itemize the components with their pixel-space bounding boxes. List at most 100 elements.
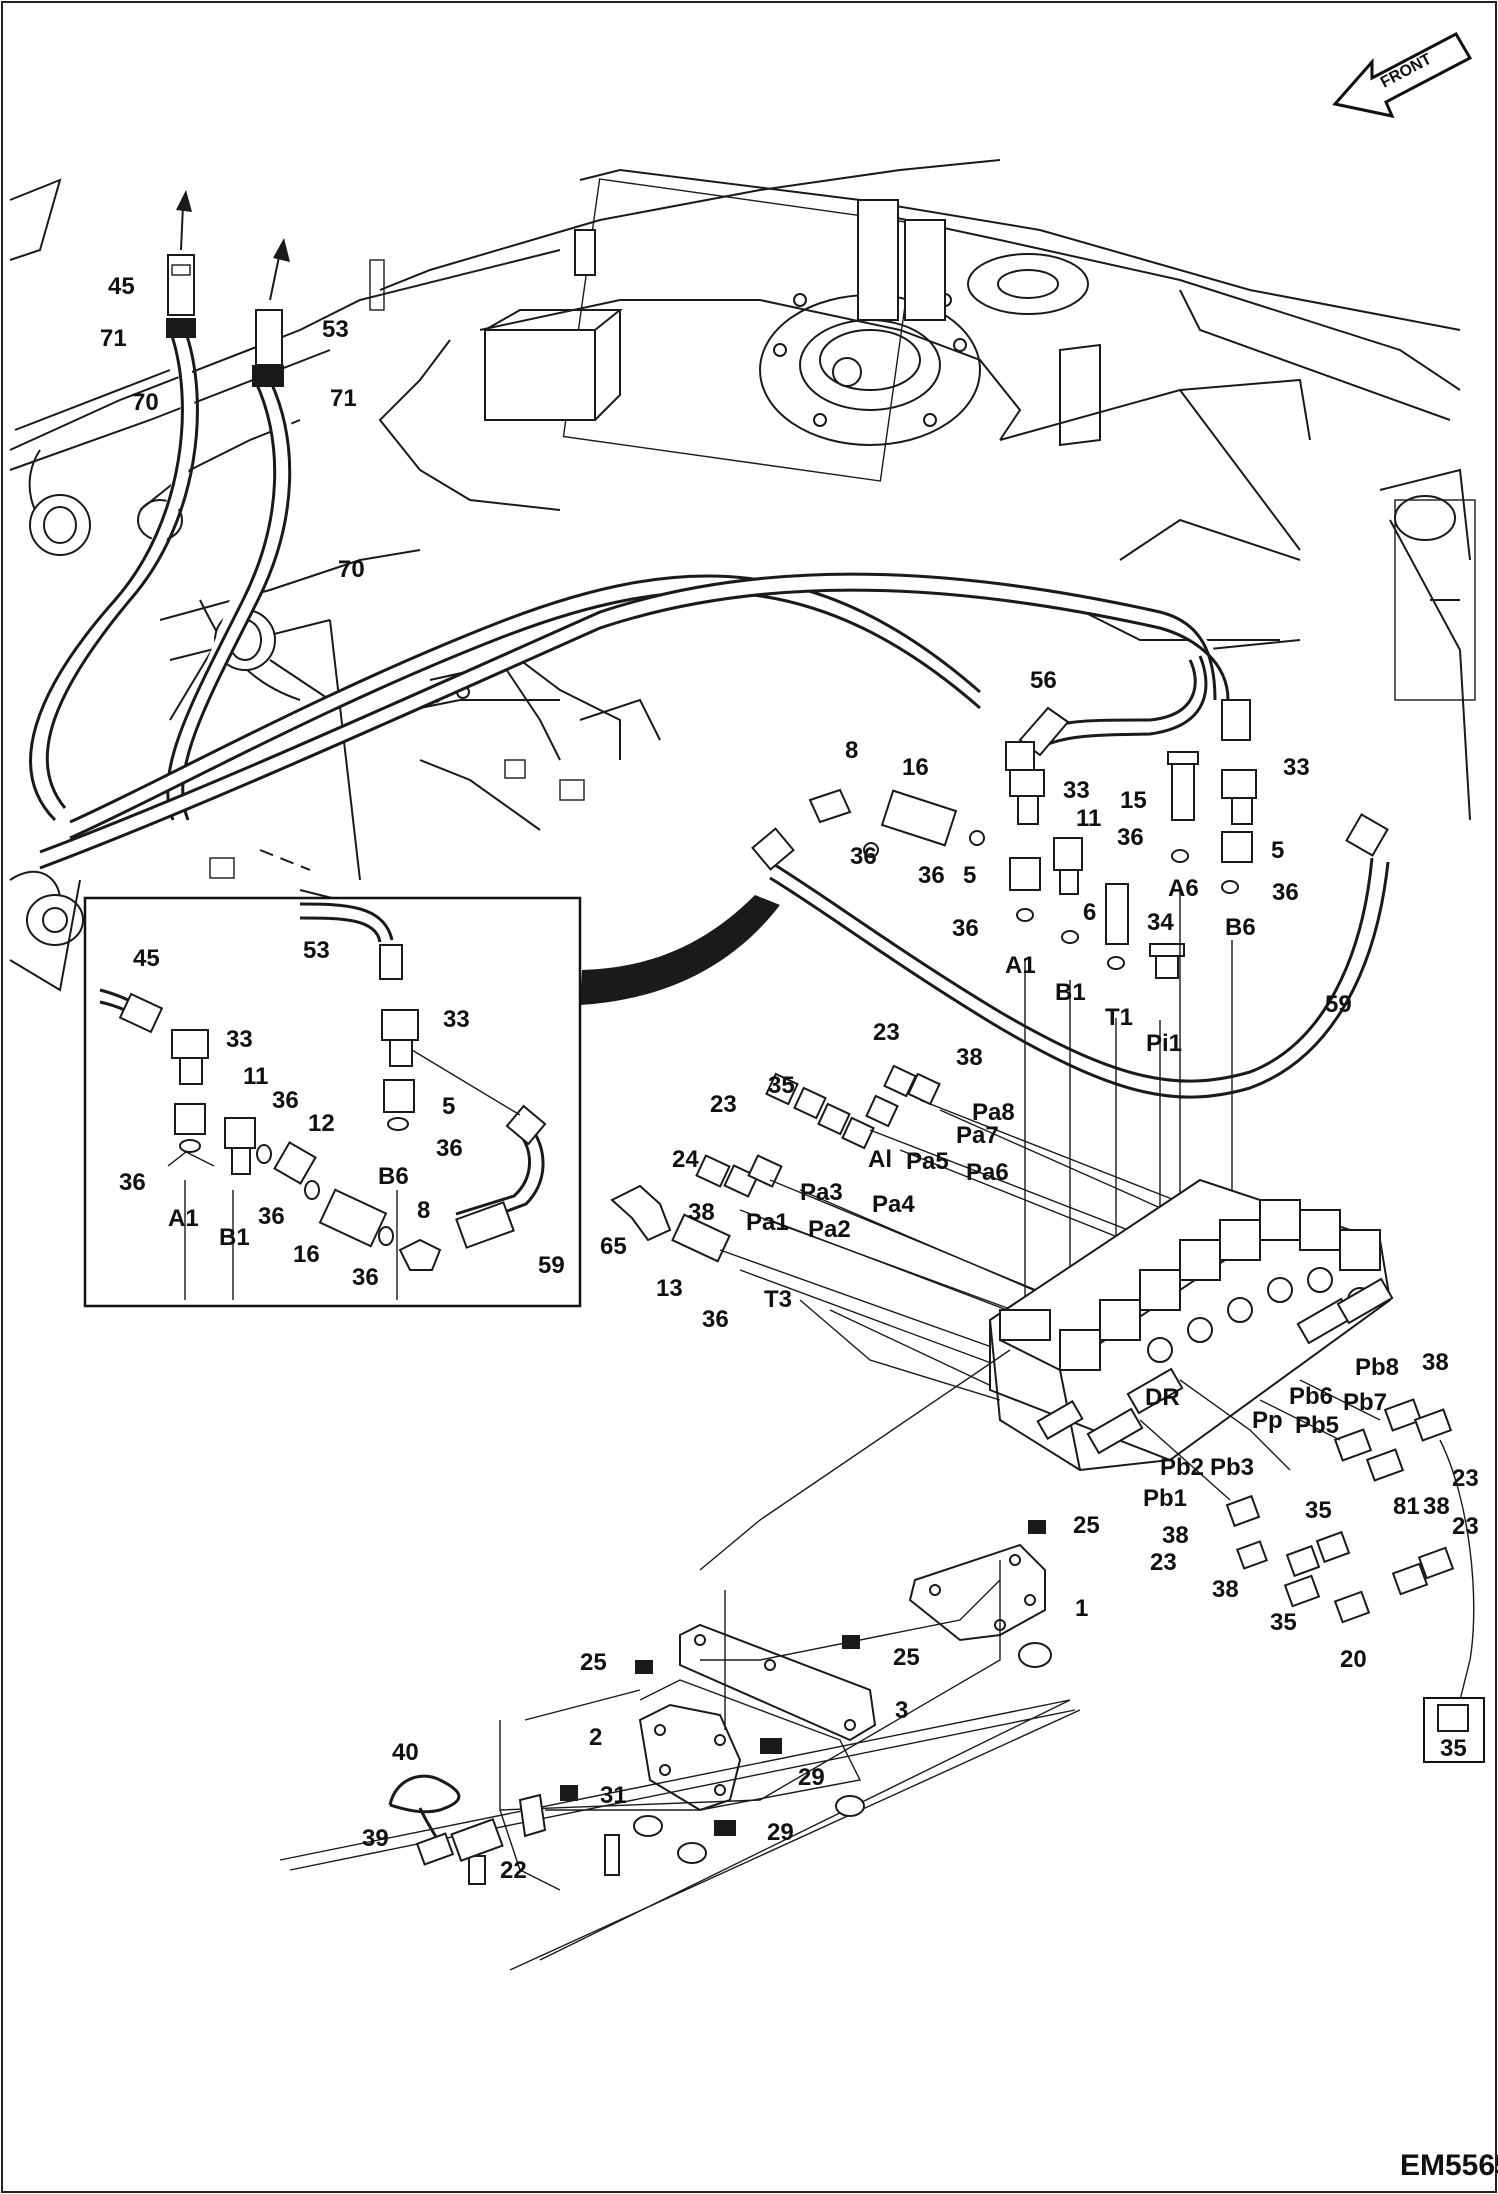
callout-39: 39 bbox=[362, 1825, 389, 1852]
main-control-valve bbox=[989, 1178, 1394, 1472]
cover-plate-1 bbox=[908, 1543, 1052, 1668]
callout-A6: A6 bbox=[1168, 875, 1199, 902]
inset-callout-i12: 12 bbox=[308, 1110, 335, 1137]
callout-Pa5: Pa5 bbox=[906, 1148, 949, 1175]
callout-65: 65 bbox=[600, 1233, 627, 1260]
fitting-33-left bbox=[1009, 769, 1045, 825]
callout-Pb1: Pb1 bbox=[1143, 1485, 1187, 1512]
callout-36c: 36 bbox=[1117, 824, 1144, 851]
callout-81: 81 bbox=[1393, 1493, 1420, 1520]
detail-inset bbox=[83, 896, 582, 1308]
detail-box-35 bbox=[1423, 1697, 1485, 1763]
callout-71a: 71 bbox=[100, 325, 127, 352]
callout-T1: T1 bbox=[1105, 1004, 1133, 1031]
callout-38d: 38 bbox=[1423, 1493, 1450, 1520]
upper-frame-structure bbox=[9, 159, 1476, 992]
callout-23b: 23 bbox=[710, 1091, 737, 1118]
fitting-53-top bbox=[252, 238, 290, 387]
callout-15: 15 bbox=[1120, 787, 1147, 814]
callout-Pa8: Pa8 bbox=[972, 1099, 1015, 1126]
callout-8: 8 bbox=[845, 737, 858, 764]
hose-59 bbox=[766, 857, 1390, 1099]
callout-40: 40 bbox=[392, 1739, 419, 1766]
callout-B1: B1 bbox=[1055, 979, 1086, 1006]
inset-callout-iB1: B1 bbox=[219, 1224, 250, 1251]
callout-38c: 38 bbox=[1422, 1349, 1449, 1376]
callout-35d: 35 bbox=[1440, 1735, 1467, 1762]
right-leader-lines bbox=[1139, 1379, 1475, 1701]
inset-callout-i36a: 36 bbox=[272, 1087, 299, 1114]
callout-DR: DR bbox=[1145, 1384, 1180, 1411]
pilot-fittings-lower-right bbox=[1225, 1398, 1455, 1624]
callout-25a: 25 bbox=[1073, 1512, 1100, 1539]
callout-24: 24 bbox=[672, 1146, 699, 1173]
callout-5b: 5 bbox=[1271, 837, 1284, 864]
callout-16: 16 bbox=[902, 754, 929, 781]
callout-23d: 23 bbox=[1452, 1513, 1479, 1540]
callout-Pb2: Pb2 bbox=[1160, 1454, 1204, 1481]
callout-71b: 71 bbox=[330, 385, 357, 412]
inset-callout-i36e: 36 bbox=[352, 1264, 379, 1291]
callout-Al: Al bbox=[868, 1146, 892, 1173]
callout-34: 34 bbox=[1147, 909, 1174, 936]
fitting-6 bbox=[1105, 883, 1129, 945]
inset-callout-iB6: B6 bbox=[378, 1163, 409, 1190]
o-rings bbox=[863, 830, 1239, 970]
callout-31: 31 bbox=[600, 1782, 627, 1809]
callout-29b: 29 bbox=[767, 1819, 794, 1846]
cover-plate-3 bbox=[679, 1623, 877, 1742]
callout-36d: 36 bbox=[1272, 879, 1299, 906]
callout-13: 13 bbox=[656, 1275, 683, 1302]
fitting-5-right bbox=[1221, 831, 1253, 863]
callout-29a: 29 bbox=[798, 1764, 825, 1791]
fitting-5-left bbox=[1009, 857, 1041, 891]
callout-11: 11 bbox=[1076, 805, 1101, 832]
callout-38e: 38 bbox=[1162, 1522, 1189, 1549]
callout-38f: 38 bbox=[1212, 1576, 1239, 1603]
callout-Pb7: Pb7 bbox=[1343, 1389, 1387, 1416]
callout-Pp: Pp bbox=[1252, 1407, 1283, 1434]
fitting-33-right bbox=[1221, 699, 1257, 825]
callout-1: 1 bbox=[1075, 1595, 1088, 1622]
fitting-34 bbox=[1149, 943, 1185, 979]
callout-53: 53 bbox=[322, 316, 349, 343]
callout-36f: 36 bbox=[702, 1306, 729, 1333]
inset-callout-i33a: 33 bbox=[226, 1026, 253, 1053]
callout-T3: T3 bbox=[764, 1286, 792, 1313]
inset-callout-i45: 45 bbox=[133, 945, 160, 972]
callout-22: 22 bbox=[500, 1857, 527, 1884]
callout-36a: 36 bbox=[850, 843, 877, 870]
callout-5a: 5 bbox=[963, 862, 976, 889]
callout-20: 20 bbox=[1340, 1646, 1367, 1673]
sensor-harness bbox=[388, 1774, 700, 1866]
callout-Pi1: Pi1 bbox=[1146, 1030, 1182, 1057]
callout-Pb5: Pb5 bbox=[1295, 1412, 1339, 1439]
inset-callout-i33b: 33 bbox=[443, 1006, 470, 1033]
callout-23c: 23 bbox=[1452, 1465, 1479, 1492]
callout-25c: 25 bbox=[893, 1644, 920, 1671]
callout-33b: 33 bbox=[1283, 754, 1310, 781]
fitting-8 bbox=[808, 788, 852, 824]
hose-upper-run bbox=[37, 572, 1230, 870]
inset-leader-arrow bbox=[580, 895, 780, 1005]
callout-59: 59 bbox=[1325, 991, 1352, 1018]
fitting-15 bbox=[1167, 751, 1199, 821]
callout-38b: 38 bbox=[688, 1199, 715, 1226]
inset-callout-i16: 16 bbox=[293, 1241, 320, 1268]
callout-Pa7: Pa7 bbox=[956, 1122, 999, 1149]
drawing-code: EM5565 bbox=[1400, 2149, 1498, 2182]
callout-Pb8: Pb8 bbox=[1355, 1354, 1399, 1381]
callout-70b: 70 bbox=[338, 556, 365, 583]
bolts bbox=[635, 1520, 1046, 1836]
callout-Pb3: Pb3 bbox=[1210, 1454, 1254, 1481]
callout-23e: 23 bbox=[1150, 1549, 1177, 1576]
inset-callout-i11: 11 bbox=[243, 1063, 268, 1090]
callout-2: 2 bbox=[589, 1724, 602, 1751]
inset-callout-i5: 5 bbox=[442, 1093, 455, 1120]
inset-callout-i59: 59 bbox=[538, 1252, 565, 1279]
